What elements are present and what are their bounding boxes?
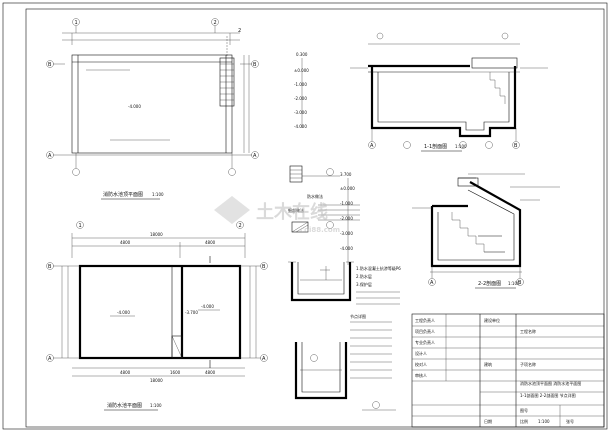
s22-elev-m1: -1.000 [340,201,353,206]
tb-sheet-label: 张号 [566,418,574,424]
s11-elev-m4: -4.000 [294,124,307,129]
tb-row-1: 工程负责人 [415,317,435,323]
plan-axis-2: 2 [239,223,242,229]
s22-elev-m4: -4.000 [340,246,353,251]
plan-title: 消防水池平面图 [107,402,142,409]
s11-axis-a: A [370,143,374,149]
s22-elev-0: ±0.000 [340,186,355,191]
tb-scale-value: 1:100 [538,419,550,424]
roof-axis-1: 1 [75,20,78,26]
title-block: 工程负责人 项目负责人 专业负责人 设计人 校对人 审核人 建设单位 工程名称 … [411,313,605,428]
detail-note-3: 3.保护层 [356,281,372,287]
plan-dim-total: 18000 [150,232,163,237]
roof-plan: 2 -4.000 B A A B 1 2 消防水池顶平面图 1:100 [46,18,259,200]
s22-elev-m3: -3.000 [340,231,353,236]
watermark-text-1: 土木在线 [256,201,328,223]
tb-project-name: 工程名称 [520,328,536,334]
plan-scale: 1:100 [150,403,162,408]
tb-row-2: 项目负责人 [415,328,435,334]
s22-elev-m2: -2.000 [340,216,353,221]
plan-elev-right: -4.000 [201,304,214,309]
details: 防水做法 细部做法 1.防水混凝土抗渗等级P6 2.防水层 3.保护层 [288,165,401,411]
detail-note-2: 2.防水层 [356,273,372,279]
plan-axis-b-right: B [262,264,266,270]
s11-title: 1-1剖面图 [424,143,447,150]
detail-3-title: 节点详图 [350,313,366,319]
tb-date-label: 日期 [484,418,492,424]
s11-axis-b: B [514,143,518,149]
s11-elev-m3: -3.000 [294,110,307,115]
detail-1-title: 防水做法 [307,193,323,199]
plan-axis-1: 1 [79,223,82,229]
plan-dim-right-bottom: 4800 [205,370,216,375]
roof-axis-b: B [48,62,52,68]
s11-elev-0: ±0.000 [294,68,309,73]
plan-elev-mid: -3.700 [185,310,198,315]
s11-elev-m2: -2.000 [294,96,307,101]
tb-discipline: 建筑 [484,361,492,367]
s22-axis-b: B [518,280,522,286]
s22-title: 2-2剖面图 [478,280,501,287]
plan-axis-b: B [48,264,52,270]
s11-elev-m1: -1.000 [294,82,307,87]
roof-section-mark-2: 2 [238,28,241,34]
section-1-1: 0.300 ±0.000 -1.000 -2.000 -3.000 -4.000… [294,32,548,152]
roof-axis-a: A [48,153,52,159]
tb-row-4: 设计人 [415,350,427,356]
tb-drawing-no-label: 图号 [520,407,528,413]
s22-elev-top: 3.700 [340,172,352,177]
roof-axis-b-right: B [253,62,257,68]
roof-axis-a-right: A [253,153,257,159]
tb-row-3: 专业负责人 [415,339,435,345]
pool-plan: 18000 4800 4800 -4.000 -3.700 -4.000 B A… [46,221,268,411]
tb-row-6: 审核人 [415,372,427,378]
sheet-inner-border [25,8,605,428]
s22-axis-a: A [430,280,434,286]
tb-design-unit: 建设单位 [484,317,500,323]
detail-note-1: 1.防水混凝土抗渗等级P6 [356,265,401,271]
roof-plan-elevation: -4.000 [128,104,141,109]
tb-drawing-name-2: 1-1剖面图 2-2剖面图 节点详图 [520,392,576,398]
s11-elev-top: 0.300 [296,52,308,57]
tb-scale-label: 比例 [520,418,528,424]
roof-axis-2: 2 [214,20,217,26]
tb-drawing-name-1: 消防水池顶平面图 消防水池平面图 [520,380,581,386]
plan-dim-left-bottom: 4800 [120,370,131,375]
tb-row-5: 校对人 [415,361,427,367]
watermark-text-2: coi88.com [300,226,340,234]
tb-sub-project: 子项名称 [520,361,536,367]
plan-dim-right-top: 4800 [205,240,216,245]
roof-plan-title: 消防水池顶平面图 [103,191,143,198]
plan-dim-left-top: 4800 [120,240,131,245]
plan-dim-total-bottom: 18000 [150,378,163,383]
plan-axis-a-right: A [262,356,266,362]
detail-2-title: 细部做法 [288,207,304,213]
s11-scale: 1:100 [455,144,467,149]
plan-dim-mid-bottom: 1600 [170,370,181,375]
watermark-logo: 土木在线 coi88.com [214,196,340,234]
section-2-2: 3.700 ±0.000 -1.000 -2.000 -3.000 -4.000… [340,172,560,289]
plan-elev-left: -4.000 [117,310,130,315]
plan-axis-a: A [48,356,52,362]
roof-plan-scale: 1:100 [152,192,164,197]
s22-scale: 1:100 [508,281,520,286]
